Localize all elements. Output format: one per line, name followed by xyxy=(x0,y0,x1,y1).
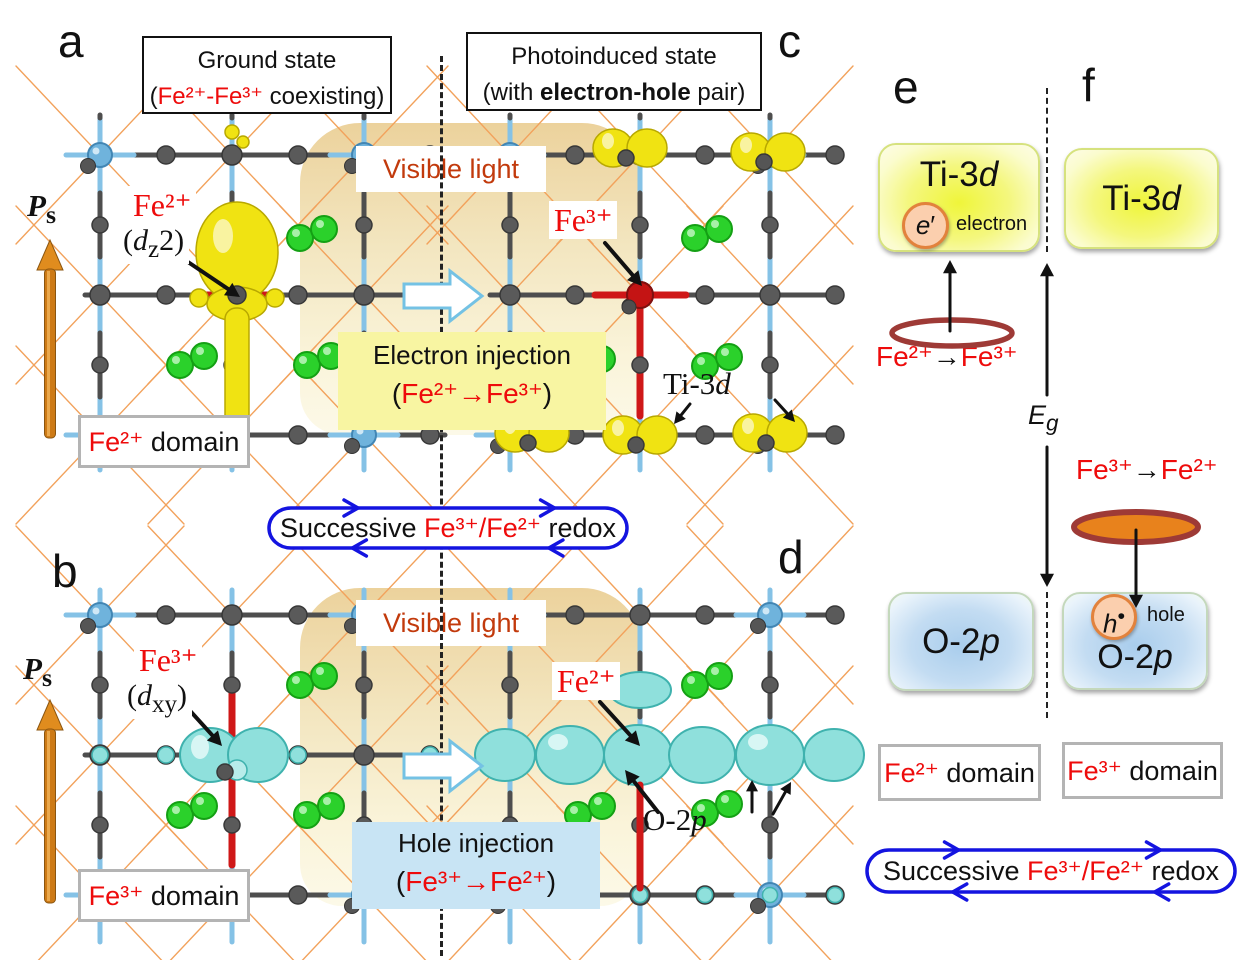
band-diagram-arrows xyxy=(889,260,1201,608)
photoinduced-line2: (with electron-hole pair) xyxy=(482,79,746,106)
panel-f-domain-box: Fe³⁺ domain xyxy=(1062,742,1223,799)
o2p-band-e: O-2p xyxy=(888,592,1034,691)
panel-c-ti3d-label: Ti-3d xyxy=(663,366,731,401)
photoinduced-line1: Photoinduced state xyxy=(511,43,717,70)
electron-injection-line2: (Fe²⁺→Fe³⁺) xyxy=(391,378,553,409)
panel-d-o2p-label: O-2p xyxy=(643,802,707,837)
polarization-arrow-a xyxy=(36,238,64,439)
redox-loop-border xyxy=(267,498,629,558)
panel-letter-d: d xyxy=(778,531,804,583)
photoinduced-state-header: Photoinduced state (with electron-hole p… xyxy=(466,32,762,111)
electron-injection-line1: Electron injection xyxy=(373,340,571,370)
electron-symbol-circle: e′ xyxy=(902,202,949,249)
visible-light-label-bottom: Visible light xyxy=(356,600,546,646)
panel-a-domain-box: Fe²⁺ domain xyxy=(78,415,250,468)
panel-c-ion-label: Fe³⁺ xyxy=(549,201,618,239)
redox-bottom-text: Successive Fe³⁺/Fe²⁺ redox xyxy=(882,856,1220,886)
ground-state-line2: (Fe²⁺-Fe³⁺ coexisting) xyxy=(149,83,385,110)
visible-light-label-top: Visible light xyxy=(356,146,546,192)
panel-letter-e: e xyxy=(893,61,919,113)
center-dashed-divider xyxy=(440,56,443,956)
electron-label: electron xyxy=(956,213,1028,235)
panel-letter-a: a xyxy=(58,15,84,67)
panel-a-orbital-label: (dz2) xyxy=(118,224,190,264)
hole-injection-line1: Hole injection xyxy=(397,828,555,858)
transition-label-f: Fe³⁺→Fe²⁺ xyxy=(1076,454,1218,485)
panel-letter-c: c xyxy=(778,15,801,67)
ground-state-line1: Ground state xyxy=(197,47,337,74)
o2p-band-f-text: O-2p xyxy=(1097,638,1173,676)
transition-block-arrow-bottom xyxy=(402,737,485,795)
electron-injection-box: Electron injection (Fe²⁺→Fe³⁺) xyxy=(338,332,606,430)
hole-symbol-circle: h• xyxy=(1091,594,1137,640)
redox-loop-border xyxy=(865,840,1237,902)
panel-b-orbital-label: (dxy) xyxy=(122,679,192,719)
ps-label-b: Ps xyxy=(23,651,52,693)
bandgap-label: Eg xyxy=(1028,400,1059,436)
ef-dashed-divider-lower xyxy=(1046,592,1048,718)
panel-letter-f: f xyxy=(1082,59,1095,111)
panel-e-domain-box: Fe²⁺ domain xyxy=(878,744,1041,801)
hole-injection-box: Hole injection (Fe³⁺→Fe²⁺) xyxy=(352,822,600,909)
ps-label-a: Ps xyxy=(27,188,56,230)
successive-redox-bottom: Successive Fe³⁺/Fe²⁺ redox xyxy=(864,840,1238,902)
hole-injection-line2: (Fe³⁺→Fe²⁺) xyxy=(395,866,557,897)
polarization-arrow-b xyxy=(36,698,64,904)
panel-d-ion-label: Fe²⁺ xyxy=(552,662,621,700)
hole-label: hole xyxy=(1147,604,1185,626)
ef-dashed-divider-upper xyxy=(1046,88,1048,252)
panel-letter-b: b xyxy=(52,545,78,597)
ti3d-band-f: Ti-3d xyxy=(1064,148,1219,249)
panel-a-ion-label: Fe²⁺ xyxy=(128,186,197,224)
transition-block-arrow-top xyxy=(402,267,485,325)
panel-b-domain-box: Fe³⁺ domain xyxy=(78,869,250,922)
panel-b-ion-label: Fe³⁺ xyxy=(134,641,203,679)
ground-state-header: Ground state (Fe²⁺-Fe³⁺ coexisting) xyxy=(142,36,392,114)
redox-middle-text: Successive Fe³⁺/Fe²⁺ redox xyxy=(279,513,617,543)
successive-redox-middle: Successive Fe³⁺/Fe²⁺ redox xyxy=(266,498,630,558)
